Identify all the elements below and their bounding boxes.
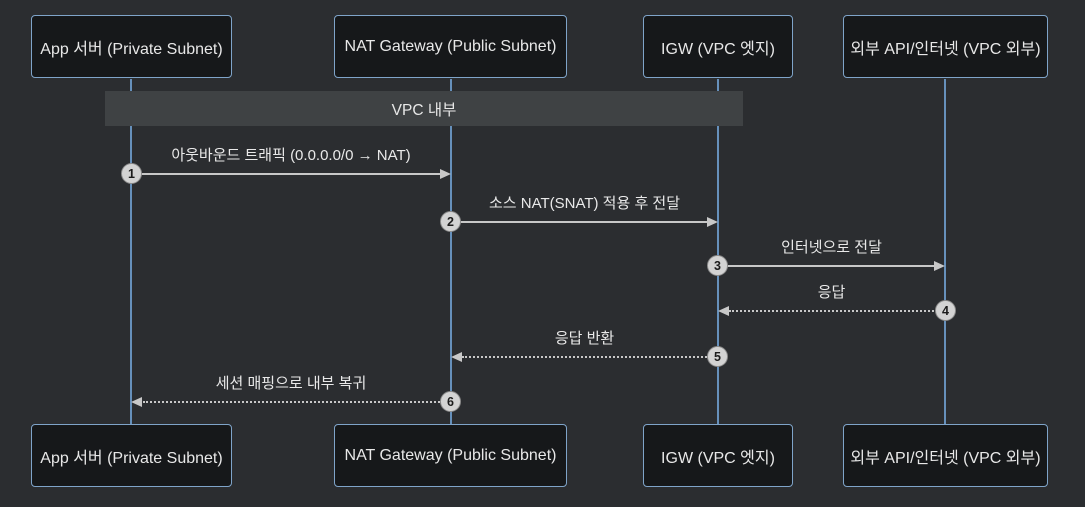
sequence-number-badge: 3 xyxy=(707,255,728,276)
actor-label: 외부 API/인터넷 (VPC 외부) xyxy=(850,449,1041,467)
message-1-line xyxy=(132,173,440,175)
message-3-line xyxy=(718,265,935,267)
message-2-label: 소스 NAT(SNAT) 적용 후 전달 xyxy=(488,195,681,212)
actor-label: NAT Gateway (Public Subnet) xyxy=(344,446,557,464)
actor-label: IGW (VPC 엣지) xyxy=(661,449,775,467)
arrowhead-left-icon xyxy=(451,352,462,362)
arrowhead-right-icon xyxy=(934,261,945,271)
actor-label: App 서버 (Private Subnet) xyxy=(40,40,223,58)
actor-app-server-bottom: App 서버 (Private Subnet) xyxy=(31,424,232,487)
sequence-number-badge: 2 xyxy=(440,211,461,232)
arrowhead-right-icon xyxy=(440,169,451,179)
arrowhead-right-icon xyxy=(707,217,718,227)
actor-label: NAT Gateway (Public Subnet) xyxy=(344,37,557,55)
message-4-label: 응답 xyxy=(817,284,846,301)
sequence-number-badge: 6 xyxy=(440,391,461,412)
lifeline-nat-gateway xyxy=(450,79,452,424)
message-5-label: 응답 반환 xyxy=(554,330,615,347)
message-6-line xyxy=(143,401,451,403)
actor-label: App 서버 (Private Subnet) xyxy=(40,449,223,467)
arrowhead-left-icon xyxy=(131,397,142,407)
actor-label: IGW (VPC 엣지) xyxy=(661,40,775,58)
message-4-line xyxy=(729,310,945,312)
actor-igw-top: IGW (VPC 엣지) xyxy=(643,15,793,78)
message-5-line xyxy=(462,356,718,358)
actor-nat-gateway-top: NAT Gateway (Public Subnet) xyxy=(334,15,567,78)
actor-igw-bottom: IGW (VPC 엣지) xyxy=(643,424,793,487)
actor-nat-gateway-bottom: NAT Gateway (Public Subnet) xyxy=(334,424,567,487)
vpc-inner-band: VPC 내부 xyxy=(105,91,743,126)
lifeline-external xyxy=(944,79,946,424)
message-1-label: 아웃바운드 트래픽 (0.0.0.0/0 → NAT) xyxy=(171,147,411,164)
message-2-line xyxy=(451,221,707,223)
sequence-number-badge: 5 xyxy=(707,346,728,367)
message-6-label: 세션 매핑으로 내부 복귀 xyxy=(215,375,367,392)
lifeline-app-server xyxy=(130,79,132,424)
sequence-number-badge: 4 xyxy=(935,300,956,321)
arrowhead-left-icon xyxy=(718,306,729,316)
sequence-number-badge: 1 xyxy=(121,163,142,184)
actor-app-server-top: App 서버 (Private Subnet) xyxy=(31,15,232,78)
actor-label: 외부 API/인터넷 (VPC 외부) xyxy=(850,40,1041,58)
message-3-label: 인터넷으로 전달 xyxy=(781,239,882,256)
actor-external-top: 외부 API/인터넷 (VPC 외부) xyxy=(843,15,1048,78)
lifeline-igw xyxy=(717,79,719,424)
actor-external-bottom: 외부 API/인터넷 (VPC 외부) xyxy=(843,424,1048,487)
vpc-inner-band-label: VPC 내부 xyxy=(391,101,457,119)
